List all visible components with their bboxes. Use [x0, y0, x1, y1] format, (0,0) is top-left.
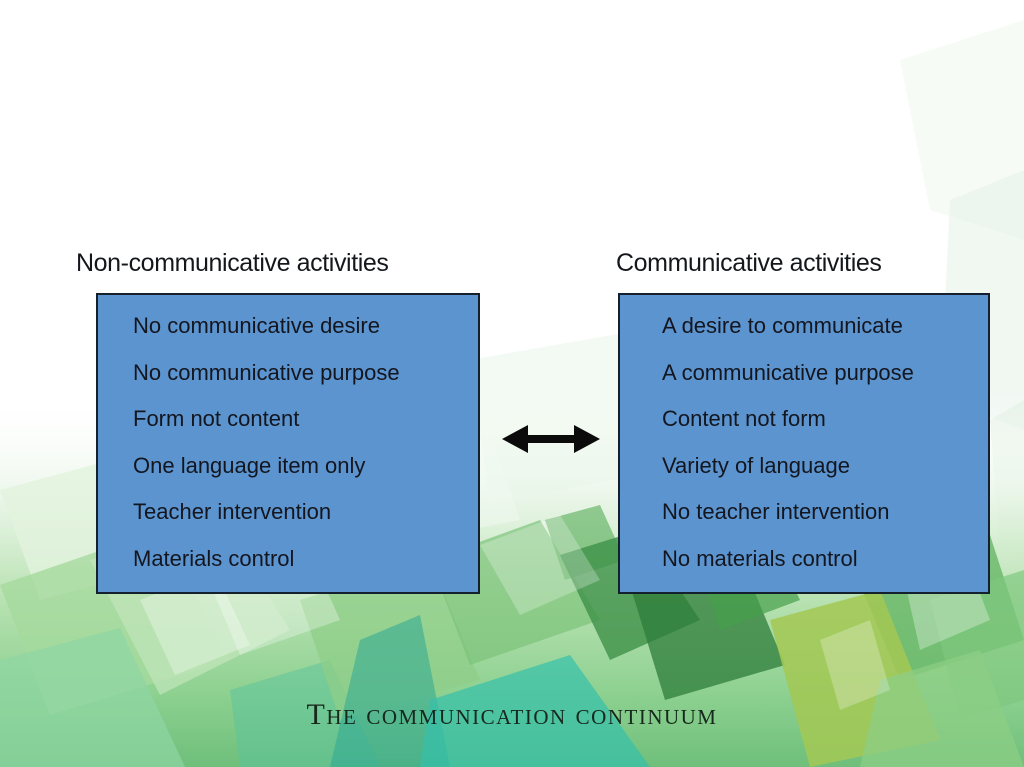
list-item: No communicative desire [133, 313, 380, 338]
list-item: A communicative purpose [662, 359, 914, 385]
list-item: Content not form [662, 406, 826, 431]
list-item: No communicative purpose [133, 359, 400, 385]
non-communicative-box: No communicative desire No communicative… [96, 293, 480, 594]
right-column-heading: Communicative activities [616, 249, 882, 277]
communicative-box: A desire to communicate A communicative … [618, 293, 990, 594]
list-item: One language item only [133, 452, 366, 478]
list-item: Form not content [133, 406, 300, 431]
left-column-heading: Non-communicative activities [76, 249, 389, 277]
list-item: Materials control [133, 545, 295, 571]
list-item: A desire to communicate [662, 313, 903, 338]
list-item: No materials control [662, 545, 858, 571]
list-item: No teacher intervention [662, 499, 890, 524]
double-arrow-icon [500, 421, 602, 457]
slide-title: The communication continuum [306, 698, 718, 731]
list-item: Variety of language [662, 452, 850, 478]
list-item: Teacher intervention [133, 499, 332, 524]
